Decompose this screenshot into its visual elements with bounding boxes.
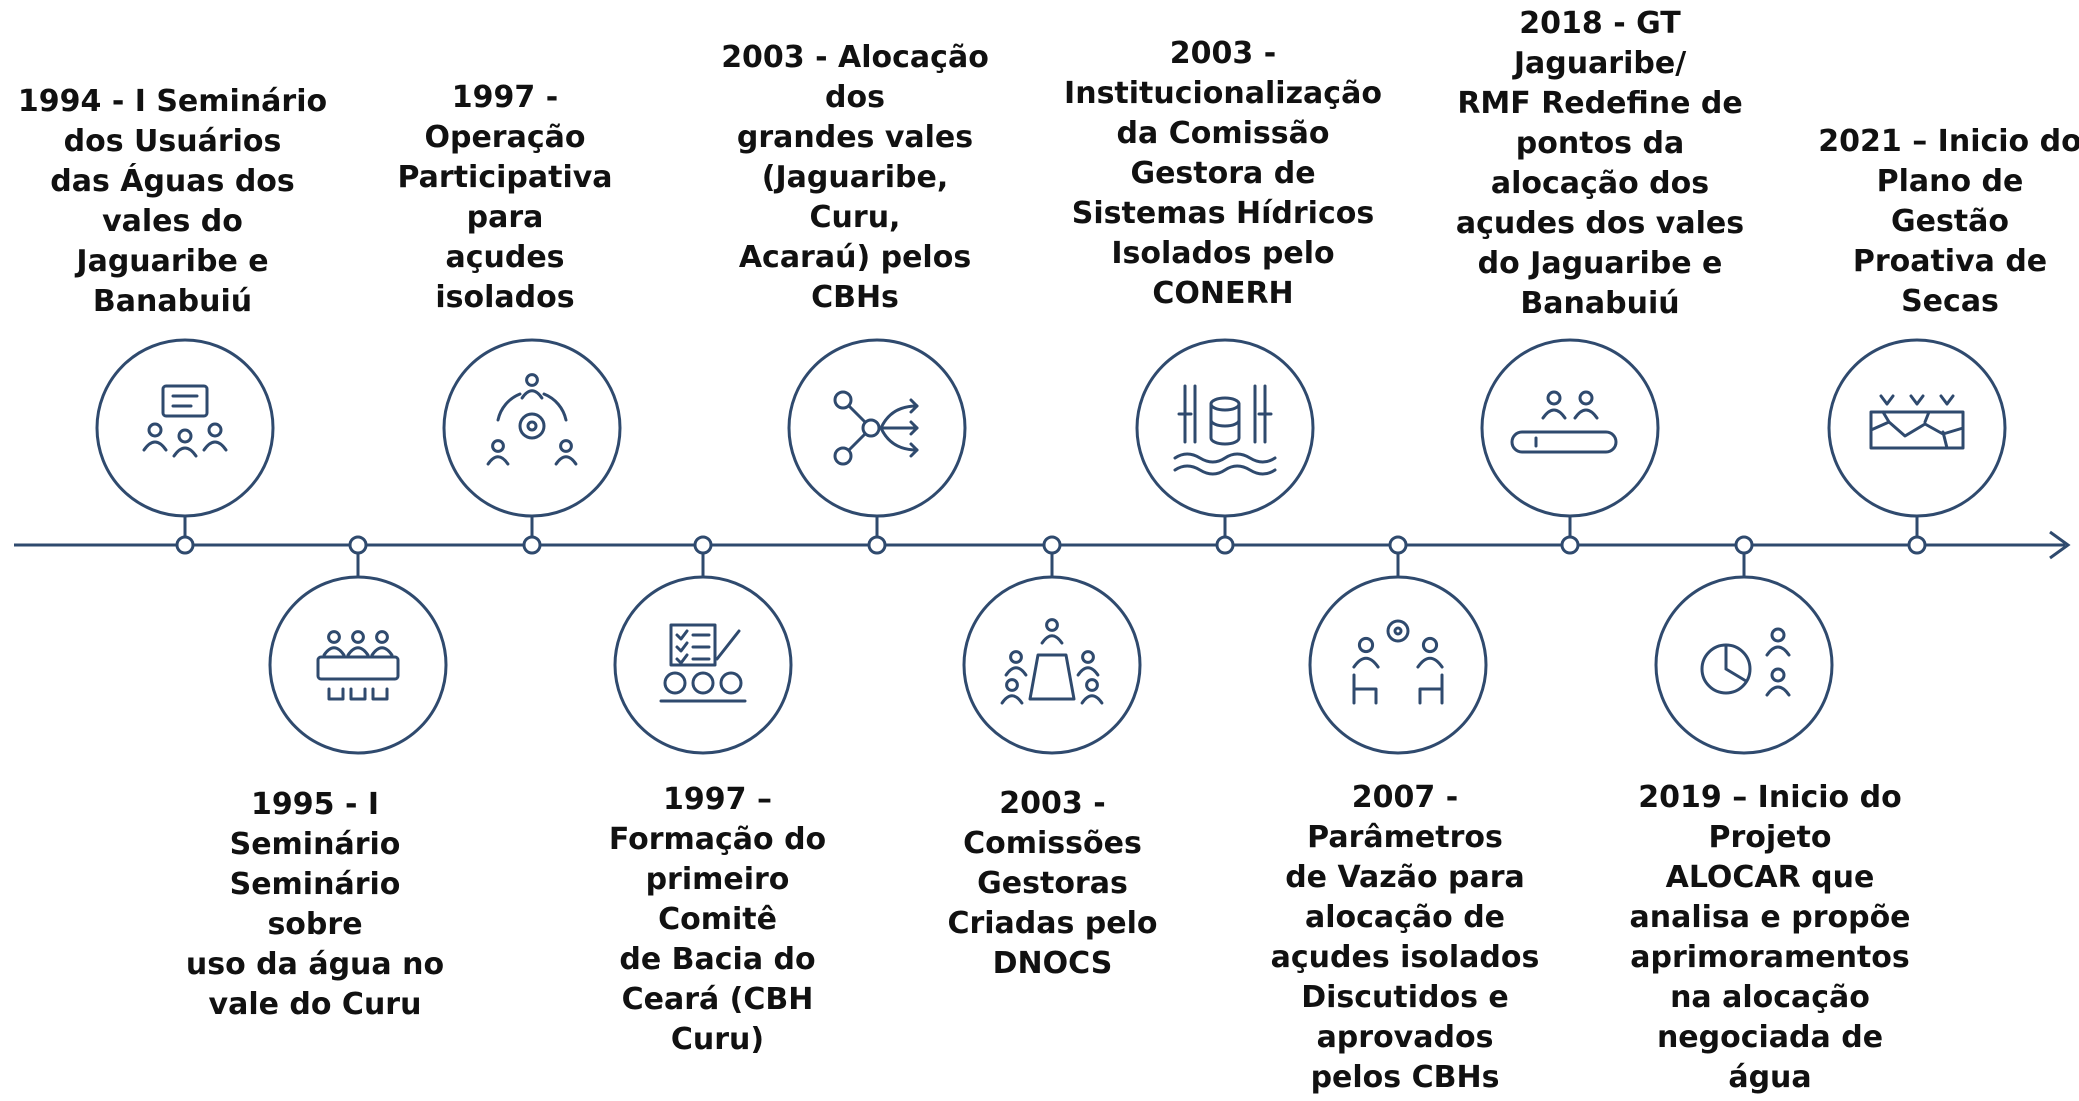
- event-node-1: [95, 338, 275, 555]
- timeline-dot: [1042, 535, 1062, 555]
- event-circle: [95, 338, 275, 518]
- event-node-8: [1308, 535, 1488, 755]
- event-node-7: [1135, 338, 1315, 555]
- event-label-1997b: 1997 – Formação do primeiro Comitê de Ba…: [608, 782, 827, 1057]
- workgroup-icon: [1510, 390, 1618, 454]
- boardroom-icon: [1000, 618, 1104, 705]
- timeline-dot: [1907, 535, 1927, 555]
- analysis-chart-icon: [1700, 627, 1791, 697]
- timeline-dot: [1215, 535, 1235, 555]
- event-node-4: [613, 535, 793, 755]
- conference-table-icon: [316, 630, 400, 701]
- event-node-5: [787, 338, 967, 555]
- event-label-1994: 1994 - I Seminário dos Usuários das Água…: [17, 84, 328, 319]
- event-circle: [268, 575, 448, 755]
- event-label-2003b: 2003 - Comissões Gestoras Criadas pelo D…: [947, 786, 1158, 981]
- event-label-1995: 1995 - I Seminário Seminário sobre uso d…: [185, 787, 445, 1022]
- timeline-dot: [867, 535, 887, 555]
- team-gear-icon: [486, 373, 578, 466]
- discussion-icon: [1352, 619, 1444, 705]
- meeting-chat-icon: [142, 384, 228, 458]
- event-label-1997a: 1997 - Operação Participativa para açude…: [397, 80, 613, 315]
- event-node-2: [268, 535, 448, 755]
- event-circle: [787, 338, 967, 518]
- event-node-9: [1480, 338, 1660, 555]
- event-node-11: [1827, 338, 2007, 555]
- checklist-team-icon: [659, 623, 747, 703]
- event-label-2021: 2021 – Inicio do Plano de Gestão Proativ…: [1818, 124, 2079, 319]
- water-database-icon: [1173, 384, 1277, 476]
- timeline-dot: [693, 535, 713, 555]
- timeline-dot: [348, 535, 368, 555]
- event-node-6: [962, 535, 1142, 755]
- distribution-network-icon: [833, 390, 919, 466]
- event-label-2003c: 2003 - Institucionalização da Comissão G…: [1064, 36, 1382, 311]
- event-circle: [1654, 575, 1834, 755]
- event-label-2007: 2007 - Parâmetros de Vazão para alocação…: [1270, 780, 1540, 1095]
- drought-reservoir-icon: [1869, 394, 1965, 450]
- event-circle: [442, 338, 622, 518]
- event-label-2018: 2018 - GT Jaguaribe/ RMF Redefine de pon…: [1455, 6, 1745, 321]
- event-node-10: [1654, 535, 1834, 755]
- timeline-dot: [1734, 535, 1754, 555]
- timeline-dot: [522, 535, 542, 555]
- timeline-arrowhead: [2049, 530, 2071, 560]
- event-circle: [1135, 338, 1315, 518]
- timeline-dot: [1388, 535, 1408, 555]
- event-circle: [962, 575, 1142, 755]
- timeline-dot: [1560, 535, 1580, 555]
- event-node-3: [442, 338, 622, 555]
- event-label-2019: 2019 – Inicio do Projeto ALOCAR que anal…: [1629, 780, 1911, 1095]
- event-circle: [1480, 338, 1660, 518]
- event-circle: [1308, 575, 1488, 755]
- event-label-2003a: 2003 - Alocação dos grandes vales (Jagua…: [721, 40, 989, 315]
- timeline-dot: [175, 535, 195, 555]
